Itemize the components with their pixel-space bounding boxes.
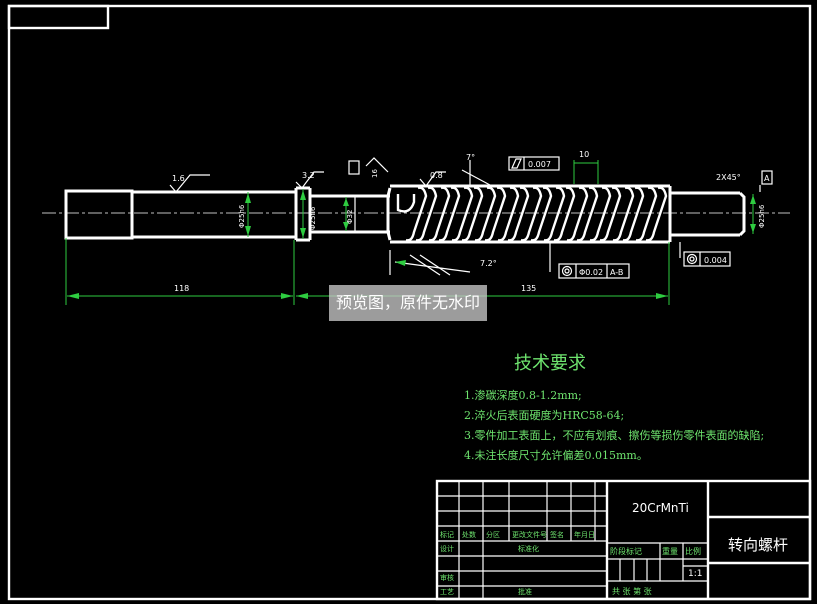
tech-requirement-item: 4.未注长度尺寸允许偏差0.015mm。 [464,449,648,462]
part-name-text: 转向螺杆 [728,536,788,554]
tech-requirements-title: 技术要求 [514,353,586,374]
thread-groove [405,186,428,242]
roughness-text-2: 3.2 [302,171,315,180]
thread-groove [451,186,474,242]
thread-groove [507,186,530,242]
thread-groove [415,186,438,242]
zone-label: 分区 [486,530,500,539]
thread-groove [566,186,589,242]
tech-requirement-item: 2.淬火后表面硬度为HRC58-64; [464,409,625,422]
thread-groove [428,186,451,242]
thread-groove [530,186,553,242]
thread-groove [622,186,645,242]
tech-requirement-item: 1.渗碳深度0.8-1.2mm; [464,389,582,402]
mark-label: 标记 [440,530,454,539]
datum-label: A [764,174,770,183]
runout-text: 0.004 [704,256,727,265]
tolerance-frames [348,156,773,279]
dia-32-text: Φ32 [346,210,354,224]
thread-groove [543,186,566,242]
coaxiality-text: Φ0.02 [579,268,603,277]
standard-label: 标准化 [518,544,539,553]
shaft-left-section [64,186,390,242]
count-label: 处数 [462,530,476,539]
shaft-right-section [670,191,746,237]
len-135-text: 135 [521,284,536,293]
angle-7-text: 7° [466,153,475,162]
review-label: 审核 [440,573,454,582]
thread-groove [599,186,622,242]
roughness-text-3: 0.8 [430,171,443,180]
thread-groove [645,186,668,242]
weight-label: 重量 [662,546,678,556]
dia-right-text: Φ25h6 [758,204,766,228]
thread-groove [635,186,658,242]
dimension-texts: 1.6 3.2 0.8 118 135 10 7° 7.2° 2X45° 0.0… [172,150,770,293]
thread-groove [612,186,635,242]
sheet-label: 共 张 第 张 [612,586,652,596]
len-118-text: 118 [174,284,189,293]
thread-groove [474,186,497,242]
date-label: 年月日 [574,530,595,539]
scale-label: 比例 [685,546,701,556]
title-block: 20CrMnTi 转向螺杆 1:1 阶段标记 重量 比例 共 张 第 张 标记 … [435,479,812,601]
worm-thread [386,184,672,244]
datum-text: A-B [610,268,623,277]
thread-groove [589,186,612,242]
process-label: 工艺 [440,588,454,596]
sign-label: 签名 [550,530,564,539]
approve-label: 批准 [518,587,532,596]
thread-groove [576,186,599,242]
thread-groove [497,186,520,242]
thread-groove [520,186,543,242]
design-label: 设计 [440,544,454,553]
roughness-text-1: 1.6 [172,174,185,183]
flatness-text: 0.007 [528,160,551,169]
thread-groove [461,186,484,242]
outer-frame [7,4,812,601]
corner-code-box [7,4,110,30]
material-text: 20CrMnTi [632,501,689,515]
chamfer-text: 2X45° [716,173,741,182]
roughness-symbols [169,157,446,193]
tech-requirements-list: 1.渗碳深度0.8-1.2mm; 2.淬火后表面硬度为HRC58-64; 3.零… [464,386,764,466]
thread-groove [484,186,507,242]
change-label: 更改文件号 [512,530,547,539]
thread-angle-text: 7.2° [480,259,497,268]
dia-mid-text: Φ25h6 [309,206,317,230]
slot-dim-text: 16 [371,169,379,178]
pitch-text: 10 [579,150,589,159]
dia-left-text: Φ25h6 [238,204,246,228]
stage-label: 阶段标记 [610,546,642,556]
thread-groove [553,186,576,242]
scale-text: 1:1 [688,569,702,579]
tech-requirement-item: 3.零件加工表面上，不应有划痕、擦伤等损伤零件表面的缺陷; [464,429,765,442]
preview-watermark: 预览图，原件无水印 [329,285,487,321]
thread-groove [438,186,461,242]
